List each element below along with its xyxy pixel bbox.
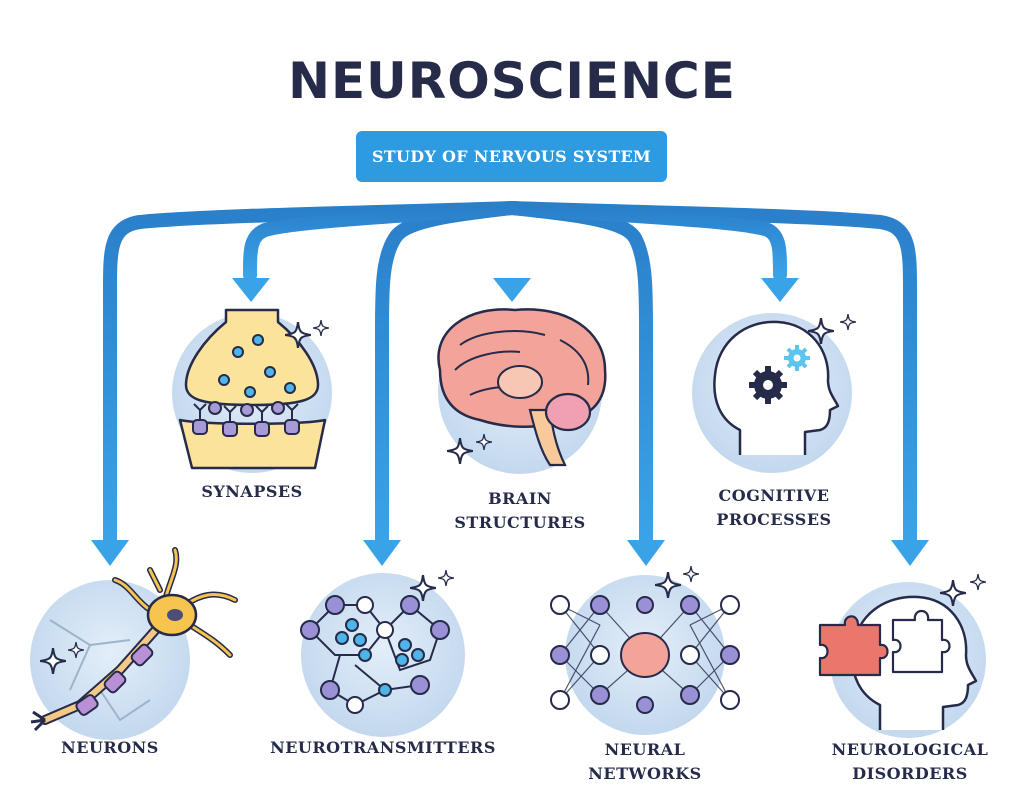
label-neurotransmitters: NEUROTRANSMITTERS bbox=[270, 738, 496, 757]
label-synapses: SYNAPSES bbox=[201, 482, 303, 501]
head-gears-icon bbox=[692, 313, 856, 473]
label-neurological-disorders: NEUROLOGICAL DISORDERS bbox=[831, 740, 989, 783]
brain-icon bbox=[437, 308, 607, 474]
arrow-cognitive bbox=[505, 201, 787, 282]
arrow-synapses bbox=[243, 201, 519, 282]
synapse-icon bbox=[172, 308, 332, 473]
label-brain-structures: BRAIN STRUCTURES bbox=[454, 489, 586, 532]
label-neurons: NEURONS bbox=[61, 738, 159, 757]
molecules-icon bbox=[300, 570, 465, 737]
arrowheads bbox=[91, 278, 929, 566]
connector-arrows bbox=[103, 175, 917, 547]
label-neural-networks: NEURAL NETWORKS bbox=[588, 740, 702, 783]
label-cognitive-processes: COGNITIVE PROCESSES bbox=[716, 486, 832, 529]
neuron-icon bbox=[30, 547, 238, 740]
root-node: STUDY OF NERVOUS SYSTEM bbox=[356, 131, 667, 182]
network-icon bbox=[550, 566, 740, 735]
head-puzzle-icon bbox=[818, 574, 986, 738]
page-title: NEUROSCIENCE bbox=[288, 52, 736, 110]
